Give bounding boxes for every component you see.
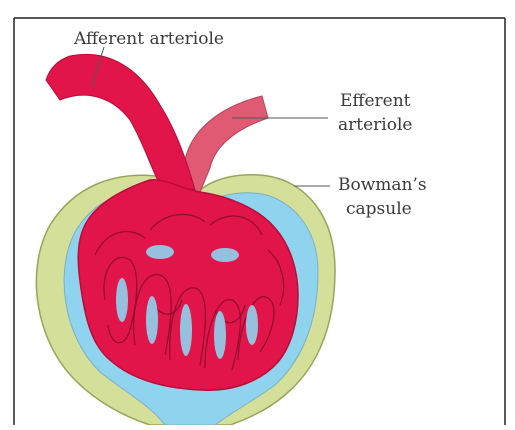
- efferent-arteriole-label-line2: arteriole: [338, 115, 412, 135]
- afferent-arteriole-vessel: [46, 54, 195, 190]
- afferent-arteriole-label: Afferent arteriole: [73, 29, 224, 49]
- bowmans-capsule-label-line2: capsule: [346, 199, 412, 219]
- efferent-arteriole-label-line1: Efferent: [340, 91, 411, 111]
- bowmans-capsule-label-line1: Bowman’s: [338, 175, 427, 195]
